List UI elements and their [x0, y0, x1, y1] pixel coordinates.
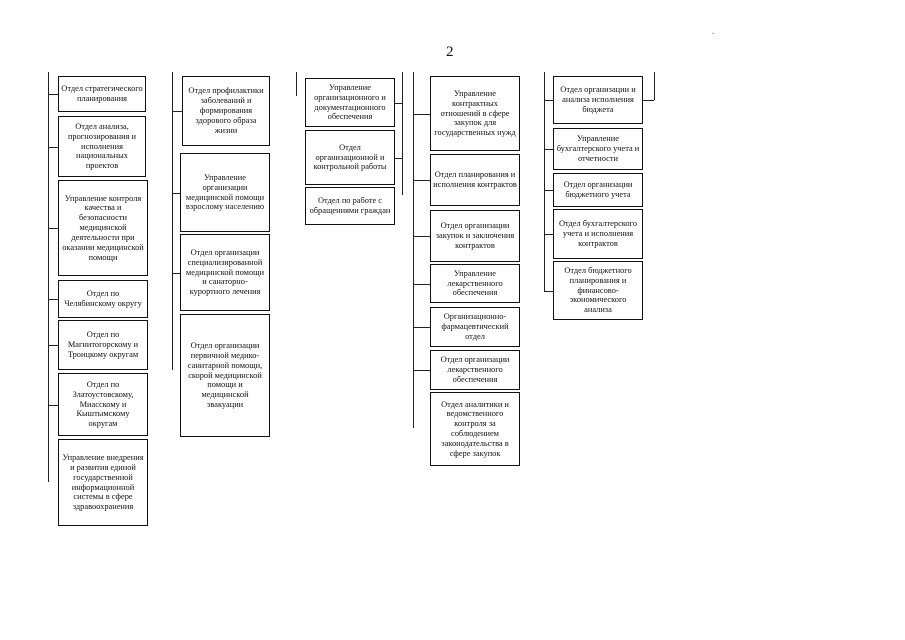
org-unit-box: Управление контрактных отношений в сфере…	[430, 76, 520, 151]
org-unit-box: Отдел анализа, прогнозирования и исполне…	[58, 116, 146, 177]
connector-tick	[643, 100, 654, 101]
org-unit-box: Управление организационного и документац…	[305, 78, 395, 127]
org-unit-box: Управление внедрения и развития единой г…	[58, 439, 148, 526]
connector-tick	[172, 111, 182, 112]
connector-tick	[48, 228, 58, 229]
connector-tick	[544, 100, 553, 101]
connector-tick	[172, 273, 180, 274]
org-unit-label: Управление контрактных отношений в сфере…	[434, 88, 516, 138]
org-unit-box: Управление контроля качества и безопасно…	[58, 180, 148, 276]
connector-tick	[544, 190, 553, 191]
org-unit-label: Отдел стратегического планирования	[61, 84, 143, 103]
org-unit-box: Отдел планирования и исполнения контракт…	[430, 154, 520, 206]
org-unit-box: Отдел организационной и контрольной рабо…	[305, 130, 395, 185]
org-unit-box: Отдел аналитики и ведомственного контрол…	[430, 392, 520, 466]
connector-tick	[544, 291, 553, 292]
org-unit-box: Отдел организации первичной медико-санит…	[180, 314, 270, 437]
connector-tick	[413, 284, 430, 285]
org-unit-label: Отдел организации закупок и заключения к…	[435, 221, 515, 250]
connector-line	[172, 72, 173, 370]
page-number: 2	[446, 44, 454, 60]
connector-line	[402, 72, 403, 195]
org-unit-label: Отдел организационной и контрольной рабо…	[313, 142, 387, 172]
org-unit-box: Отдел организации бюджетного учета	[553, 173, 643, 207]
org-unit-label: Управление организации медицинской помощ…	[185, 172, 265, 212]
org-unit-box: Отдел бюджетного планирования и финансов…	[553, 261, 643, 320]
org-unit-label: Управление контроля качества и безопасно…	[62, 193, 144, 262]
corner-mark: .	[712, 26, 715, 36]
org-unit-label: Отдел планирования и исполнения контракт…	[433, 170, 517, 189]
connector-tick	[172, 193, 180, 194]
org-unit-label: Управление бухгалтерского учета и отчетн…	[556, 134, 640, 163]
connector-tick	[48, 94, 58, 95]
org-unit-label: Отдел профилактики заболеваний и формиро…	[188, 86, 264, 135]
org-unit-box: Отдел организации лекарственного обеспеч…	[430, 350, 520, 390]
org-unit-box: Отдел по Челябинскому округу	[58, 280, 148, 318]
org-unit-label: Отдел по Златоустовскому, Миасскому и Кы…	[72, 379, 134, 429]
org-unit-label: Отдел организации первичной медико-санит…	[187, 341, 263, 410]
org-unit-label: Отдел организации и анализа исполнения б…	[560, 85, 636, 114]
connector-tick	[413, 370, 430, 371]
org-unit-box: Отдел организации закупок и заключения к…	[430, 210, 520, 262]
org-unit-label: Управление организационного и документац…	[314, 82, 386, 122]
org-unit-box: Управление бухгалтерского учета и отчетн…	[553, 128, 643, 170]
connector-tick	[395, 103, 402, 104]
connector-tick	[413, 114, 430, 115]
connector-tick	[48, 299, 58, 300]
org-unit-label: Управление лекарственного обеспечения	[447, 268, 503, 298]
org-unit-label: Отдел аналитики и ведомственного контрол…	[441, 399, 509, 458]
org-unit-box: Отдел организации специализированной мед…	[180, 234, 270, 311]
org-unit-label: Организационно-фармацевтический отдел	[441, 312, 509, 341]
connector-tick	[48, 405, 58, 406]
org-unit-label: Отдел анализа, прогнозирования и исполне…	[67, 121, 137, 171]
org-unit-label: Отдел организации лекарственного обеспеч…	[440, 355, 510, 384]
org-unit-box: Управление организации медицинской помощ…	[180, 153, 270, 232]
connector-tick	[413, 236, 430, 237]
connector-tick	[395, 158, 402, 159]
org-unit-box: Отдел по Златоустовскому, Миасскому и Кы…	[58, 373, 148, 436]
org-unit-label: Отдел бюджетного планирования и финансов…	[564, 265, 632, 315]
org-unit-label: Управление внедрения и развития единой г…	[62, 453, 144, 512]
org-unit-box: Управление лекарственного обеспечения	[430, 264, 520, 303]
org-unit-box: Отдел бухгалтерского учета и исполнения …	[553, 209, 643, 259]
org-unit-label: Отдел по Магнитогорскому и Троицкому окр…	[67, 330, 139, 359]
org-unit-label: Отдел организации специализированной мед…	[185, 247, 265, 297]
connector-line	[544, 72, 545, 292]
org-unit-label: Отдел по Челябинскому округу	[64, 289, 142, 308]
connector-line	[654, 72, 655, 100]
org-unit-box: Отдел организации и анализа исполнения б…	[553, 76, 643, 124]
org-unit-box: Отдел стратегического планирования	[58, 76, 146, 112]
org-unit-label: Отдел по работе с обращениями граждан	[309, 196, 391, 215]
connector-line	[413, 72, 414, 428]
connector-line	[296, 72, 297, 96]
org-unit-box: Отдел по Магнитогорскому и Троицкому окр…	[58, 320, 148, 370]
connector-tick	[544, 149, 553, 150]
org-unit-label: Отдел организации бюджетного учета	[563, 180, 633, 199]
org-unit-box: Отдел по работе с обращениями граждан	[305, 187, 395, 225]
org-unit-box: Отдел профилактики заболеваний и формиро…	[182, 76, 270, 146]
org-unit-box: Организационно-фармацевтический отдел	[430, 307, 520, 347]
connector-tick	[544, 234, 553, 235]
connector-tick	[413, 327, 430, 328]
connector-tick	[48, 345, 58, 346]
connector-tick	[48, 147, 58, 148]
connector-tick	[413, 180, 430, 181]
org-unit-label: Отдел бухгалтерского учета и исполнения …	[558, 219, 638, 248]
connector-line	[48, 72, 49, 482]
